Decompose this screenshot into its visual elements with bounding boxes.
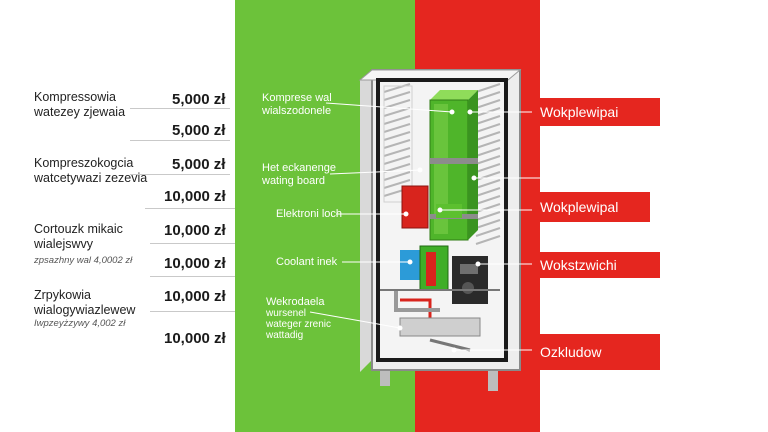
electronic-module <box>401 185 429 229</box>
divider <box>145 208 235 209</box>
label-bottom-line3: wateger zrenic <box>266 319 332 330</box>
red-label-5: Ozkludow <box>532 334 660 370</box>
row-5-title: Cortouzk mikaic wialejswvy <box>34 222 123 251</box>
label-bottom-line1: Wekrodaela <box>266 296 325 308</box>
leader-dot <box>437 207 443 213</box>
row-2-price: 5,000 zł <box>172 122 226 139</box>
red-label-4: Wokstzwichi <box>532 252 660 278</box>
row-8-price: 10,000 zł <box>164 330 226 347</box>
label-bottom-line4: wattadig <box>266 330 304 341</box>
red-label-1: Wokplewipai <box>532 98 660 126</box>
leader-line <box>325 102 453 113</box>
label-bottom-line2: wursenel <box>266 308 307 319</box>
leader-line <box>329 169 421 175</box>
row-7-title: Zrpykowia wialogywiazlewew <box>34 288 136 317</box>
leader-dot <box>471 175 477 181</box>
cabinet-side <box>360 70 372 372</box>
divider <box>150 243 235 244</box>
row-3-title: Kompreszokogcia watcetywazi zezevia <box>34 156 148 185</box>
red-label-3: Wokplewipal <box>532 192 650 222</box>
leader-dot <box>397 325 403 331</box>
label-heat-exchange-line2: wating board <box>262 175 325 187</box>
row-1-title: Kompressowia watezey zjewaia <box>34 90 126 119</box>
row-1-price: 5,000 zł <box>172 91 226 108</box>
label-coolant: Coolant inek <box>276 256 338 268</box>
leader-dot <box>451 347 457 353</box>
label-compressor-line2: wialszodonele <box>262 105 332 117</box>
tower-highlight <box>434 104 448 234</box>
coolant-valve <box>426 252 436 286</box>
divider <box>130 174 230 175</box>
leader-dot <box>467 109 473 115</box>
compressor-tower-top <box>430 90 478 100</box>
base-tray <box>399 317 481 337</box>
cabinet-leg <box>380 360 390 386</box>
leader-dot <box>417 167 423 173</box>
label-compressor-line1: Komprese wal <box>262 92 332 104</box>
row-6-price: 10,000 zł <box>164 255 226 272</box>
coolant-pump <box>400 250 420 280</box>
divider <box>130 108 230 109</box>
divider <box>130 140 230 141</box>
shelf <box>430 158 478 164</box>
pipe-grey <box>394 290 440 312</box>
divider <box>150 276 235 277</box>
control-box <box>452 256 488 304</box>
heat-exchanger-fins-left <box>383 83 411 197</box>
leader-line <box>309 311 401 329</box>
row-7-price: 10,000 zł <box>164 288 226 305</box>
row-4-price: 10,000 zł <box>164 188 226 205</box>
compressor-tower-side <box>468 90 478 240</box>
leader-dot <box>475 261 481 267</box>
row-5-subtitle: zpsazhny wal 4,0002 zł <box>34 255 133 266</box>
label-heat-exchange-line1: Het eckanenge <box>262 162 336 174</box>
leader-dot <box>403 211 409 217</box>
base-rail <box>429 338 471 352</box>
red-label-2: Wokozie Nacja <box>544 172 618 184</box>
control-knob <box>462 282 474 294</box>
divider <box>150 311 235 312</box>
board-block <box>436 204 462 218</box>
leader-dot <box>407 259 413 265</box>
row-3-price: 5,000 zł <box>172 156 226 173</box>
leader-dot <box>449 109 455 115</box>
row-5-price: 10,000 zł <box>164 222 226 239</box>
control-display <box>460 264 478 274</box>
row-7-subtitle: Iwpzeyżzywy 4,002 zł <box>34 318 126 329</box>
label-electronic: Elektroni loch <box>276 208 343 220</box>
cabinet-leg <box>488 365 498 391</box>
